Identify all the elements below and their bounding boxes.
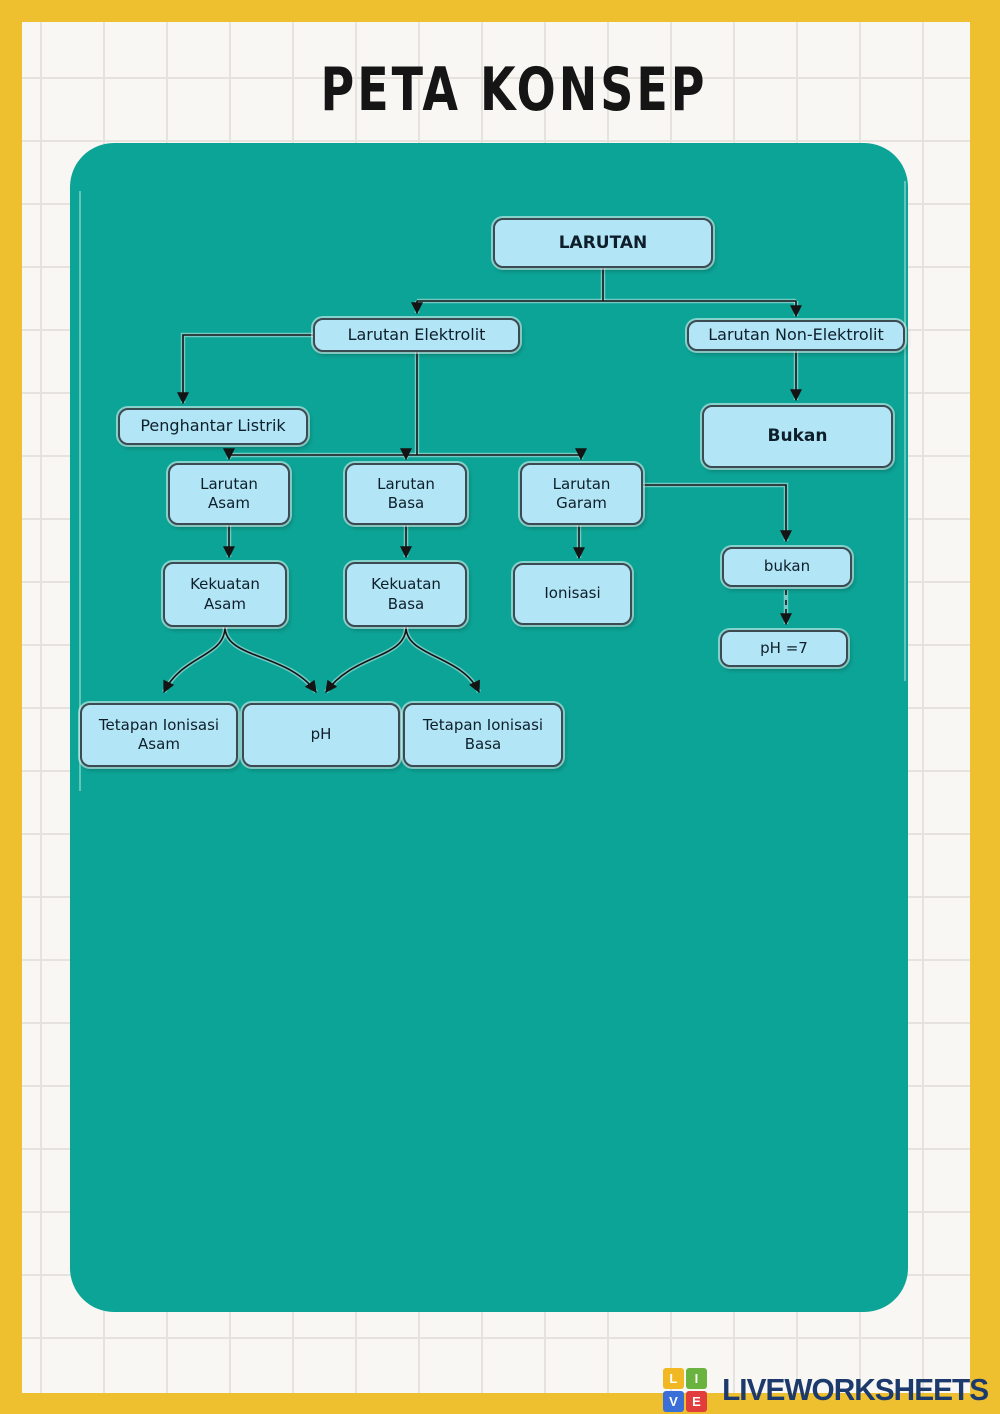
node-larutan-asam: Larutan Asam xyxy=(168,463,290,525)
liveworksheets-footer: L I V E LIVEWORKSHEETS xyxy=(662,1368,989,1412)
node-larutan-non-elektrolit: Larutan Non-Elektrolit xyxy=(687,320,905,351)
liveworksheets-logo-icon: L I V E xyxy=(662,1368,707,1412)
concept-map-panel: LARUTAN Larutan Elektrolit Larutan Non-E… xyxy=(70,143,908,1312)
node-larutan: LARUTAN xyxy=(493,218,713,268)
node-larutan-garam: Larutan Garam xyxy=(520,463,643,525)
panel-right-seam xyxy=(904,181,906,681)
logo-square-e: E xyxy=(685,1391,707,1412)
page-title-container: PETA KONSEP xyxy=(0,54,1000,124)
node-bukan-kecil: bukan xyxy=(722,547,852,587)
logo-square-v: V xyxy=(662,1391,684,1412)
panel-left-seam xyxy=(79,191,81,791)
node-kekuatan-basa: Kekuatan Basa xyxy=(345,562,467,627)
node-ionisasi: Ionisasi xyxy=(513,563,632,625)
page-title: PETA KONSEP xyxy=(320,54,708,125)
logo-square-i: I xyxy=(685,1368,707,1389)
node-tetapan-ionisasi-basa: Tetapan Ionisasi Basa xyxy=(403,703,563,767)
node-penghantar-listrik: Penghantar Listrik xyxy=(118,408,308,445)
node-larutan-elektrolit: Larutan Elektrolit xyxy=(313,318,520,352)
node-ph-7: pH =7 xyxy=(720,630,848,667)
node-bukan: Bukan xyxy=(702,405,893,468)
node-larutan-basa: Larutan Basa xyxy=(345,463,467,525)
logo-square-l: L xyxy=(662,1368,684,1389)
node-kekuatan-asam: Kekuatan Asam xyxy=(163,562,287,627)
node-tetapan-ionisasi-asam: Tetapan Ionisasi Asam xyxy=(80,703,238,767)
connector-lines xyxy=(161,268,802,694)
liveworksheets-brand-text: LIVEWORKSHEETS xyxy=(721,1372,989,1407)
node-ph: pH xyxy=(242,703,400,767)
